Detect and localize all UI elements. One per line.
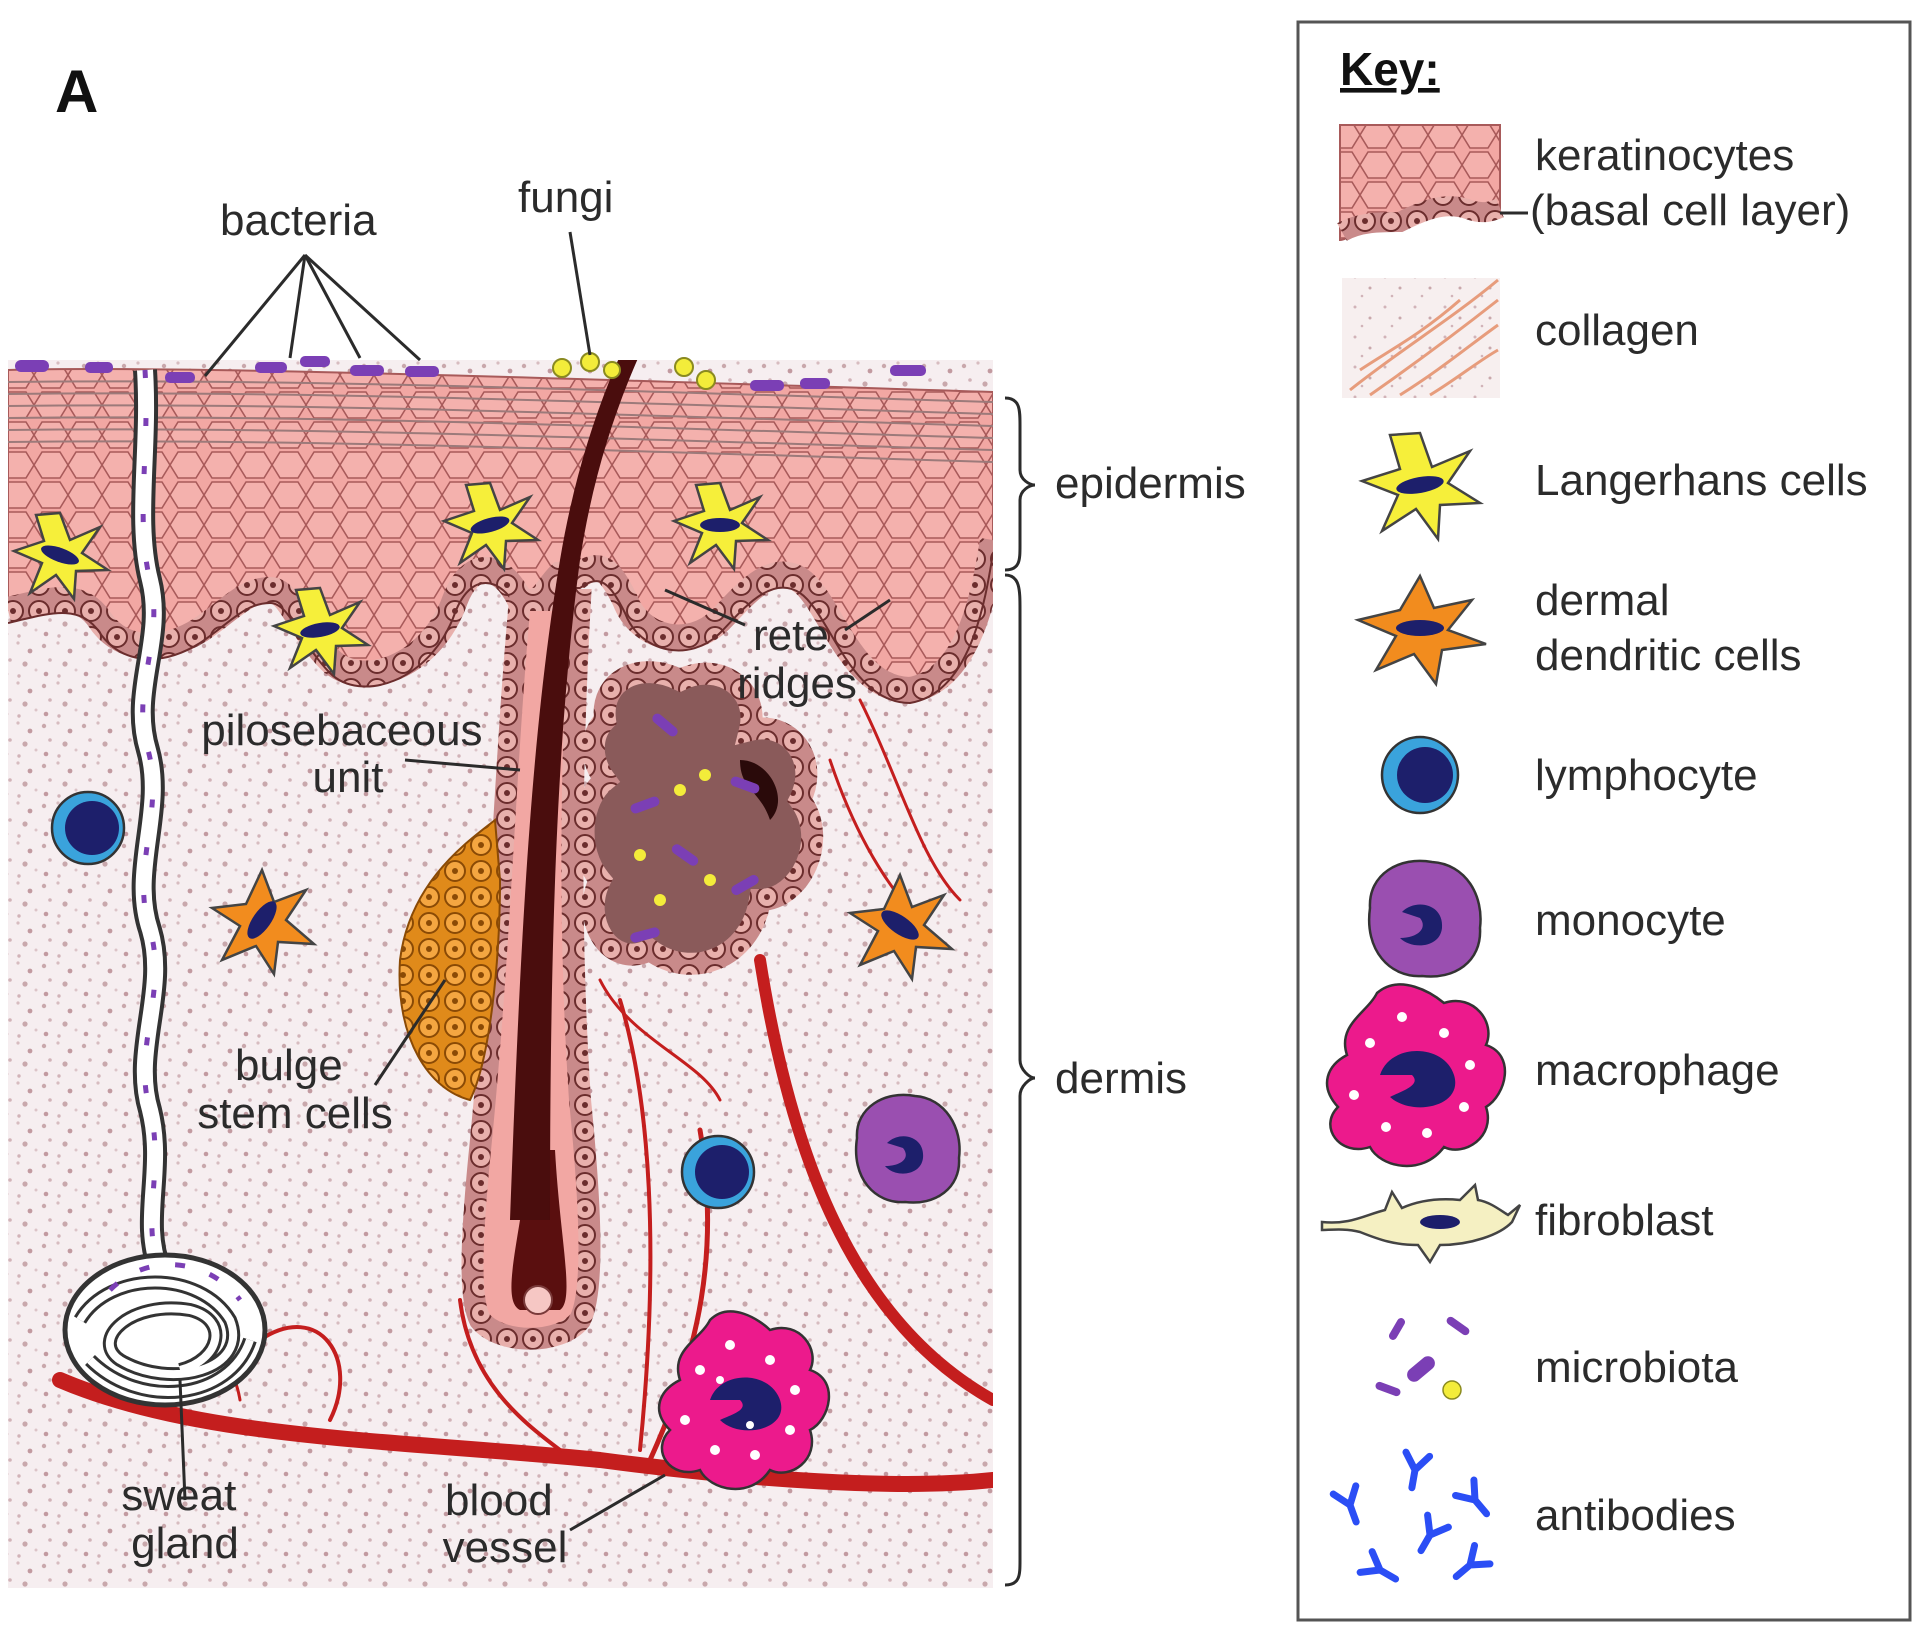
blood-vessels <box>52 698 993 1492</box>
bacteria-surface <box>15 356 926 391</box>
key-label: antibodies <box>1535 1491 1736 1540</box>
rete-ridges-label: rete ridges <box>737 611 857 708</box>
key-item-monocyte: monocyte <box>1367 859 1726 978</box>
monocyte-dermis <box>854 1093 961 1204</box>
key-item-lymphocyte: lymphocyte <box>1380 735 1758 815</box>
dermis-label: dermis <box>1055 1054 1187 1103</box>
lymphocytes-dermis <box>50 790 756 1210</box>
sweat-gland-coil <box>62 1252 268 1408</box>
epidermis-brace <box>1004 396 1036 572</box>
key-item-antibodies: antibodies <box>1329 1448 1736 1583</box>
fibroblast-icon <box>1320 1182 1522 1265</box>
dermis-brace <box>1004 573 1036 1587</box>
lymphocyte-icon <box>1380 735 1460 815</box>
bacteria-label: bacteria <box>220 196 377 245</box>
collagen-icon <box>1342 278 1500 398</box>
langerhans-cell-icon <box>1358 431 1485 543</box>
key-item-keratinocytes: keratinocytes (basal cell layer) <box>1337 124 1850 242</box>
key-label: (basal cell layer) <box>1530 186 1850 235</box>
svg-text:keratinocytes(basal cell layer: keratinocytes (basal cell layer) <box>1530 131 1850 235</box>
key-label: microbiota <box>1535 1343 1738 1392</box>
sweat-gland-label: sweat gland <box>121 1471 248 1568</box>
monocyte-icon <box>1367 859 1482 978</box>
key-label: lymphocyte <box>1535 751 1758 800</box>
pilosebaceous-unit-label: pilosebaceous unit <box>201 706 495 802</box>
macrophage-icon <box>1325 983 1506 1168</box>
key-panel: Key: keratinocytes (basal cell layer) <box>1296 20 1912 1622</box>
bulge-stem-cells <box>398 818 502 1102</box>
keratinocytes-icon <box>1337 124 1528 242</box>
key-item-macrophage: macrophage <box>1325 983 1780 1168</box>
leader-lines <box>178 231 891 1532</box>
key-item-microbiota: microbiota <box>1375 1316 1738 1400</box>
key-title: Key: <box>1340 43 1440 95</box>
hair-shaft <box>510 360 638 1220</box>
sweat-gland <box>62 369 268 1408</box>
key-label: keratinocytes <box>1535 131 1794 180</box>
macrophage-dermis <box>658 1310 830 1490</box>
key-label: Langerhans cells <box>1535 456 1868 505</box>
key-item-collagen: collagen <box>1342 278 1699 398</box>
key-label: dendritic cells <box>1535 631 1802 680</box>
dermal-dendritic-cell-icon <box>1353 573 1487 688</box>
key-item-dermal-dendritic-cells: dermal dendritic cells <box>1353 573 1802 688</box>
fungi-label: fungi <box>518 173 613 222</box>
panel-label: A <box>55 58 98 125</box>
antibodies-icon <box>1329 1448 1494 1583</box>
key-label: collagen <box>1535 306 1699 355</box>
fungi-surface <box>552 352 716 390</box>
key-label: fibroblast <box>1535 1196 1714 1245</box>
key-label: monocyte <box>1535 896 1726 945</box>
microbiota-icon <box>1375 1316 1470 1400</box>
key-item-langerhans-cells: Langerhans cells <box>1358 431 1868 543</box>
microbiota-in-gland <box>630 713 760 943</box>
langerhans-cells-epidermis <box>10 481 773 678</box>
blood-vessel-label: blood vessel <box>443 1476 568 1572</box>
bulge-stem-cells-label: bulge stem cells <box>197 1041 393 1138</box>
key-item-fibroblast: fibroblast <box>1320 1182 1714 1265</box>
tissue-block <box>8 360 993 1588</box>
dermal-dendritic-cells <box>208 866 956 983</box>
key-label: macrophage <box>1535 1046 1780 1095</box>
key-label: dermal <box>1535 576 1670 625</box>
epidermis-label: epidermis <box>1055 459 1246 508</box>
